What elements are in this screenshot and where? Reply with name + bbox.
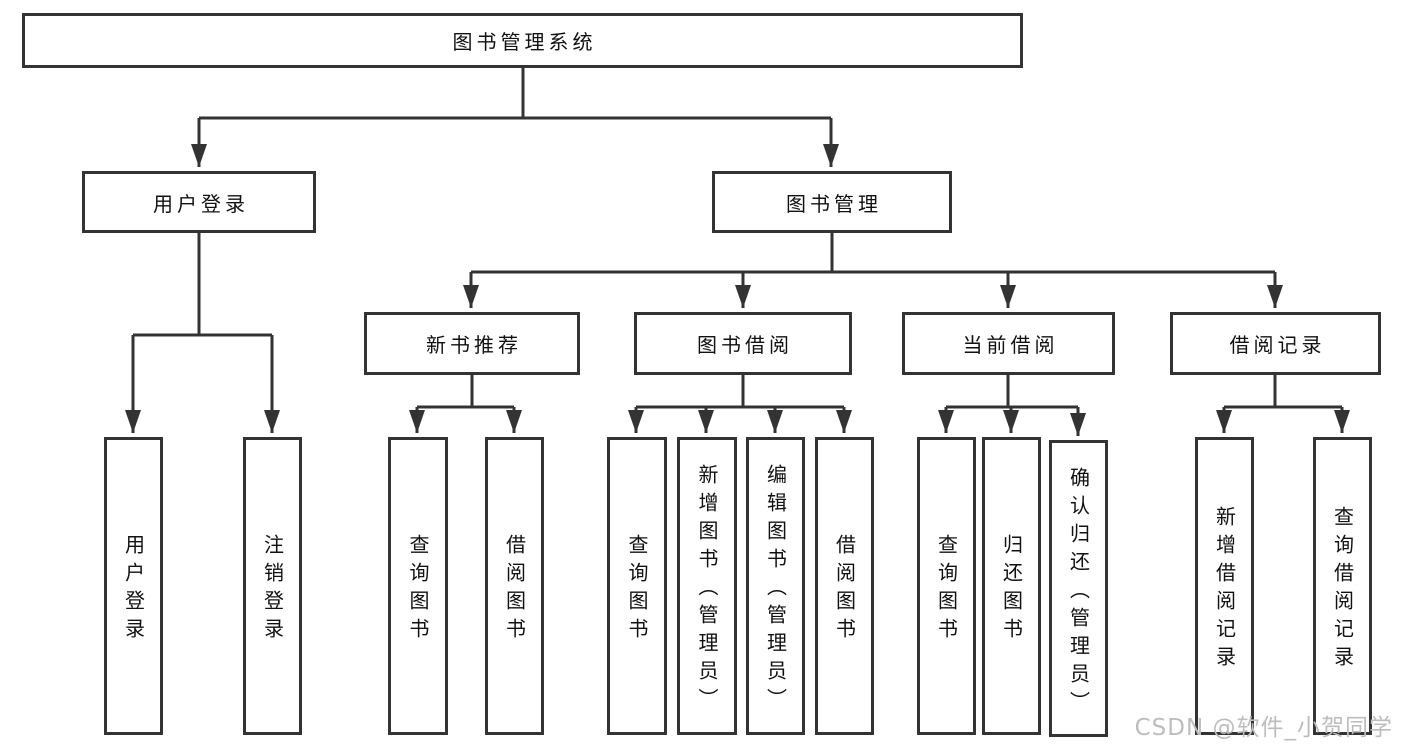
leaf-query-borrow-record-label: 查询借阅记录 bbox=[1330, 506, 1355, 674]
leaf-logout-label: 注销登录 bbox=[260, 534, 285, 646]
node-book-management: 图书管理 bbox=[712, 171, 952, 233]
node-library-management-system: 图书管理系统 bbox=[22, 13, 1023, 68]
leaf-edit-book-admin-label: 编辑图书（管理员） bbox=[763, 464, 788, 716]
leaf-recommend-borrow-books-label: 借阅图书 bbox=[502, 534, 527, 646]
node-user-login: 用户登录 bbox=[82, 171, 316, 233]
leaf-borrow-query-books-label: 查询图书 bbox=[625, 534, 649, 646]
leaf-recommend-query-books-label: 查询图书 bbox=[406, 534, 430, 646]
leaf-recommend-borrow-books: 借阅图书 bbox=[485, 437, 544, 735]
leaf-confirm-return-admin: 确认归还（管理员） bbox=[1049, 440, 1108, 737]
leaf-recommend-query-books: 查询图书 bbox=[388, 437, 448, 735]
leaf-return-books: 归还图书 bbox=[982, 437, 1041, 735]
node-book-borrowing: 图书借阅 bbox=[634, 312, 852, 375]
leaf-user-login-label: 用户登录 bbox=[121, 534, 146, 646]
leaf-borrow-borrow-books-label: 借阅图书 bbox=[832, 534, 857, 646]
leaf-add-borrow-record: 新增借阅记录 bbox=[1195, 437, 1254, 735]
leaf-add-borrow-record-label: 新增借阅记录 bbox=[1212, 506, 1237, 674]
node-new-book-recommendation: 新书推荐 bbox=[364, 312, 580, 375]
leaf-confirm-return-admin-label: 确认归还（管理员） bbox=[1066, 466, 1091, 719]
leaf-logout: 注销登录 bbox=[243, 437, 302, 735]
leaf-current-query-books: 查询图书 bbox=[917, 437, 976, 735]
node-borrowing-records: 借阅记录 bbox=[1170, 312, 1381, 375]
leaf-query-borrow-record: 查询借阅记录 bbox=[1313, 437, 1372, 735]
watermark: CSDN @软件_小贺同学 bbox=[1134, 715, 1393, 741]
leaf-user-login: 用户登录 bbox=[104, 437, 163, 735]
leaf-return-books-label: 归还图书 bbox=[999, 534, 1024, 646]
leaf-current-query-books-label: 查询图书 bbox=[934, 534, 959, 646]
leaf-add-book-admin-label: 新增图书（管理员） bbox=[695, 464, 719, 716]
node-current-borrowing: 当前借阅 bbox=[902, 312, 1115, 375]
leaf-borrow-borrow-books: 借阅图书 bbox=[815, 437, 874, 735]
leaf-edit-book-admin: 编辑图书（管理员） bbox=[746, 437, 805, 735]
leaf-add-book-admin: 新增图书（管理员） bbox=[677, 437, 737, 735]
leaf-borrow-query-books: 查询图书 bbox=[607, 437, 667, 735]
